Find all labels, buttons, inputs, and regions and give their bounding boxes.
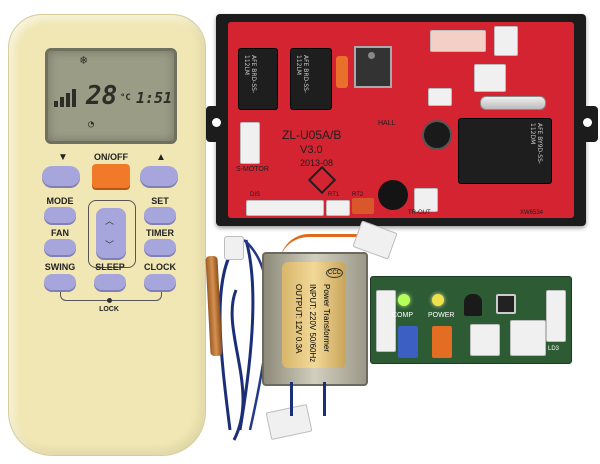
lcd-mode-icon: ◔ — [88, 119, 95, 130]
swing-label: SWING — [44, 262, 76, 272]
onoff-label: ON/OFF — [94, 152, 128, 162]
relay-1-label: AFE BRD-SS-112LM — [243, 55, 257, 94]
indicator-left-connector — [376, 290, 396, 352]
white-connector-2 — [510, 320, 546, 356]
relay-3: AFE BY9D-SS-112DM — [458, 118, 552, 184]
transformer-label-2: INPUT: 220V 50/60Hz — [308, 284, 317, 363]
signal-bars-icon — [54, 89, 76, 107]
top-corner-connector — [494, 26, 518, 56]
snowflake-icon: ❄ — [80, 53, 88, 67]
board-date: 2013-08 — [300, 158, 334, 168]
white-connector-1 — [470, 324, 500, 356]
top-right-connector — [430, 30, 486, 52]
lock-dot — [107, 298, 112, 303]
rocker-up-icon: ︿ — [105, 216, 115, 226]
set-label: SET — [151, 196, 169, 206]
tact-switch[interactable] — [496, 294, 516, 314]
lock-label: LOCK — [99, 306, 119, 313]
sleep-label: SLEEP — [95, 262, 125, 272]
rt2-connector — [352, 198, 374, 214]
power-led — [432, 294, 444, 306]
board-code-label: LD3 — [548, 346, 560, 352]
lcd-unit: °C — [120, 93, 131, 103]
mount-hole — [583, 118, 592, 127]
transformer-label-3: OUTPUT: 12V 0.3A — [294, 284, 303, 354]
indicator-right-connector — [546, 290, 566, 342]
dis-label: DIS — [250, 192, 261, 198]
relay-3-label: AFE BY9D-SS-112DM — [529, 123, 543, 165]
blue-connector — [398, 326, 418, 358]
remote-lcd-screen: ❄ 28 °C 1:51 ◔ — [45, 48, 177, 144]
power-label: POWER — [428, 312, 455, 319]
mount-hole — [212, 118, 221, 127]
lcd-time: 1:51 — [136, 89, 173, 107]
comp-label: COMP — [392, 312, 413, 319]
board-version: V3.0 — [300, 144, 323, 156]
transformer-coil: CCC Power Transformer INPUT: 220V 50/60H… — [282, 262, 346, 368]
transformer-label-1: Power Transformer — [322, 284, 331, 353]
rt1-connector — [326, 200, 350, 216]
temp-up-button[interactable] — [140, 166, 178, 186]
regulator-chip — [354, 46, 392, 88]
mounting-ear-right — [578, 106, 598, 142]
arrow-up-indicator: ▲ — [156, 152, 166, 163]
mode-label: MODE — [46, 196, 74, 206]
orange-connector — [432, 326, 452, 358]
hall-label: HALL — [378, 120, 396, 127]
updown-rocker-button[interactable]: ︿ ﹀ — [96, 208, 126, 258]
sleep-button[interactable] — [94, 274, 126, 290]
fan-button[interactable] — [44, 239, 76, 255]
dis-connector — [246, 200, 324, 216]
relay-2: AFE BRD-SS-112LM — [290, 48, 332, 110]
relay-1: AFE BRD-SS-112LM — [238, 48, 278, 110]
mid-right-connector — [474, 64, 506, 92]
rt1-label: RT1 — [328, 192, 340, 198]
onoff-button[interactable] — [92, 164, 130, 188]
temp-down-button[interactable] — [42, 166, 80, 186]
transformer-bottom-wires — [290, 382, 326, 416]
arrow-down-indicator: ▼ — [58, 152, 68, 163]
s-motor-connector — [240, 122, 260, 164]
mounting-ear-left — [206, 106, 228, 142]
serial-label: XW6534 — [520, 210, 544, 216]
tr-out-connector — [414, 188, 438, 212]
board-model: ZL-U05A/B — [282, 128, 342, 142]
buzzer — [378, 180, 408, 210]
regulator-tab-hole — [368, 52, 375, 59]
ccc-mark: CCC — [326, 268, 343, 278]
fuse — [480, 96, 546, 110]
capacitor-orange — [336, 56, 348, 88]
mode-button[interactable] — [44, 207, 76, 223]
lcd-temperature: 28 — [86, 81, 118, 111]
nav-bracket — [88, 200, 136, 268]
rt2-label: RT2 — [352, 192, 364, 198]
small-white-connector — [428, 88, 452, 106]
ir-receiver — [464, 294, 482, 316]
set-button[interactable] — [144, 207, 176, 223]
timer-button[interactable] — [144, 239, 176, 255]
clock-label: CLOCK — [144, 262, 176, 272]
transformer-wires — [280, 234, 390, 263]
timer-label: TIMER — [146, 228, 174, 238]
electrolytic-capacitor — [422, 120, 452, 150]
fan-label: FAN — [51, 228, 69, 238]
swing-button[interactable] — [44, 274, 76, 290]
comp-led — [398, 294, 410, 306]
sensor-plug — [224, 236, 244, 260]
rocker-down-icon: ﹀ — [105, 240, 115, 250]
s-motor-label: S-MOTOR — [236, 166, 269, 173]
clock-button[interactable] — [144, 274, 176, 290]
tr-out-label: TR-OUT — [408, 210, 431, 216]
relay-2-label: AFE BRD-SS-112LM — [295, 55, 309, 94]
